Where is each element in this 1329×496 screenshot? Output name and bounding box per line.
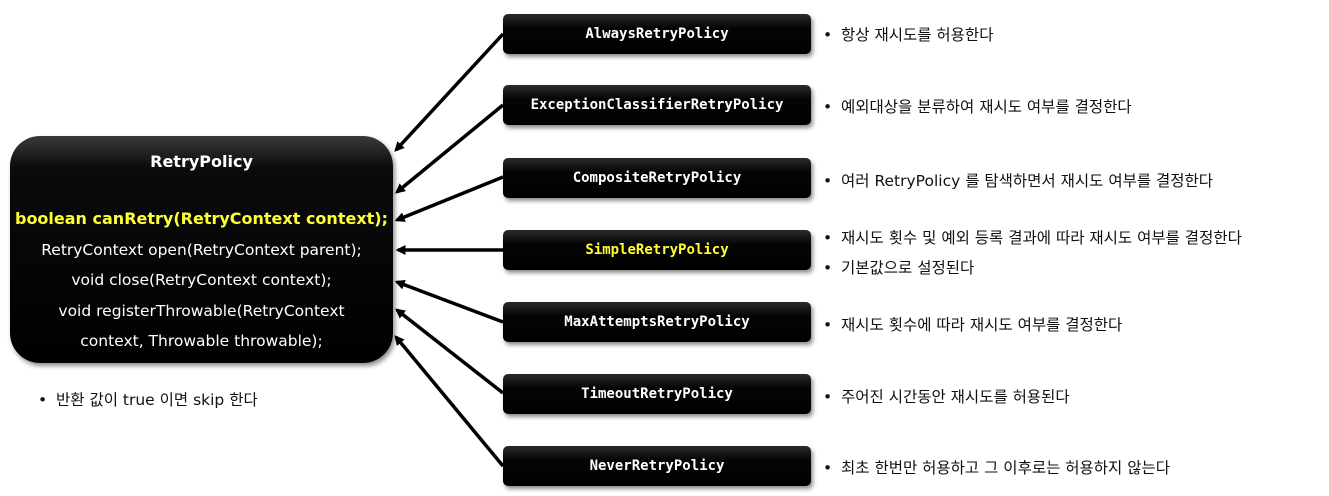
bullet-icon: •	[823, 172, 833, 190]
method-register-throwable-line1: void registerThrowable(RetryContext	[58, 301, 345, 320]
arrow-max-attempts	[394, 279, 504, 324]
desc-exception-classifier: • 예외대상을 분류하여 재시도 여부를 결정한다	[823, 95, 1132, 117]
desc-text: 주어진 시간동안 재시도를 허용된다	[841, 388, 1070, 406]
desc-timeout: • 주어진 시간동안 재시도를 허용된다	[823, 385, 1070, 407]
desc-simple-line2: • 기본값으로 설정된다	[823, 256, 974, 278]
desc-text: 예외대상을 분류하여 재시도 여부를 결정한다	[841, 98, 1132, 116]
arrow-timeout	[395, 308, 505, 395]
policy-never: NeverRetryPolicy	[503, 446, 811, 486]
desc-simple-line1: • 재시도 횟수 및 예외 등록 결과에 따라 재시도 여부를 결정한다	[823, 226, 1242, 248]
policy-simple: SimpleRetryPolicy	[503, 230, 811, 270]
desc-max-attempts: • 재시도 횟수에 따라 재시도 여부를 결정한다	[823, 313, 1122, 335]
desc-never: • 최초 한번만 허용하고 그 이후로는 허용하지 않는다	[823, 456, 1170, 478]
method-can-retry: boolean canRetry(RetryContext context);	[14, 209, 388, 228]
method-open: RetryContext open(RetryContext parent);	[41, 240, 362, 259]
arrow-never	[394, 335, 505, 468]
note-text: 반환 값이 true 이면 skip 한다	[56, 391, 258, 409]
method-close: void close(RetryContext context);	[71, 271, 332, 289]
interface-title: RetryPolicy	[150, 152, 253, 171]
arrow-exception-classifier	[395, 103, 505, 194]
policy-always-retry: AlwaysRetryPolicy	[503, 14, 811, 54]
bullet-icon: •	[823, 26, 833, 44]
retry-policy-interface-box: RetryPolicy boolean canRetry(RetryContex…	[10, 136, 393, 363]
desc-text: 최초 한번만 허용하고 그 이후로는 허용하지 않는다	[841, 459, 1171, 477]
policy-max-attempts: MaxAttemptsRetryPolicy	[503, 302, 811, 342]
desc-always-retry: • 항상 재시도를 허용한다	[823, 23, 993, 45]
desc-text: 여러 RetryPolicy 를 탐색하면서 재시도 여부를 결정한다	[841, 172, 1214, 190]
method-register-throwable-line2: context, Throwable throwable);	[80, 332, 323, 350]
bullet-icon: •	[823, 388, 833, 406]
desc-text: 재시도 횟수에 따라 재시도 여부를 결정한다	[841, 316, 1123, 334]
policy-timeout: TimeoutRetryPolicy	[503, 374, 811, 414]
bullet-icon: •	[823, 229, 833, 247]
can-retry-note: • 반환 값이 true 이면 skip 한다	[38, 388, 258, 410]
policy-composite: CompositeRetryPolicy	[503, 158, 811, 198]
desc-text: 재시도 횟수 및 예외 등록 결과에 따라 재시도 여부를 결정한다	[841, 229, 1242, 247]
desc-text: 기본값으로 설정된다	[841, 259, 975, 277]
bullet-icon: •	[823, 459, 833, 477]
desc-composite: • 여러 RetryPolicy 를 탐색하면서 재시도 여부를 결정한다	[823, 169, 1213, 191]
bullet-icon: •	[823, 316, 833, 334]
policy-exception-classifier: ExceptionClassifierRetryPolicy	[503, 85, 811, 125]
desc-text: 항상 재시도를 허용한다	[841, 26, 994, 44]
arrow-composite	[394, 175, 504, 222]
bullet-icon: •	[823, 259, 833, 277]
bullet-icon: •	[823, 98, 833, 116]
bullet-icon: •	[38, 391, 48, 409]
interface-methods: boolean canRetry(RetryContext context); …	[10, 204, 393, 357]
arrow-always-retry	[394, 32, 505, 152]
